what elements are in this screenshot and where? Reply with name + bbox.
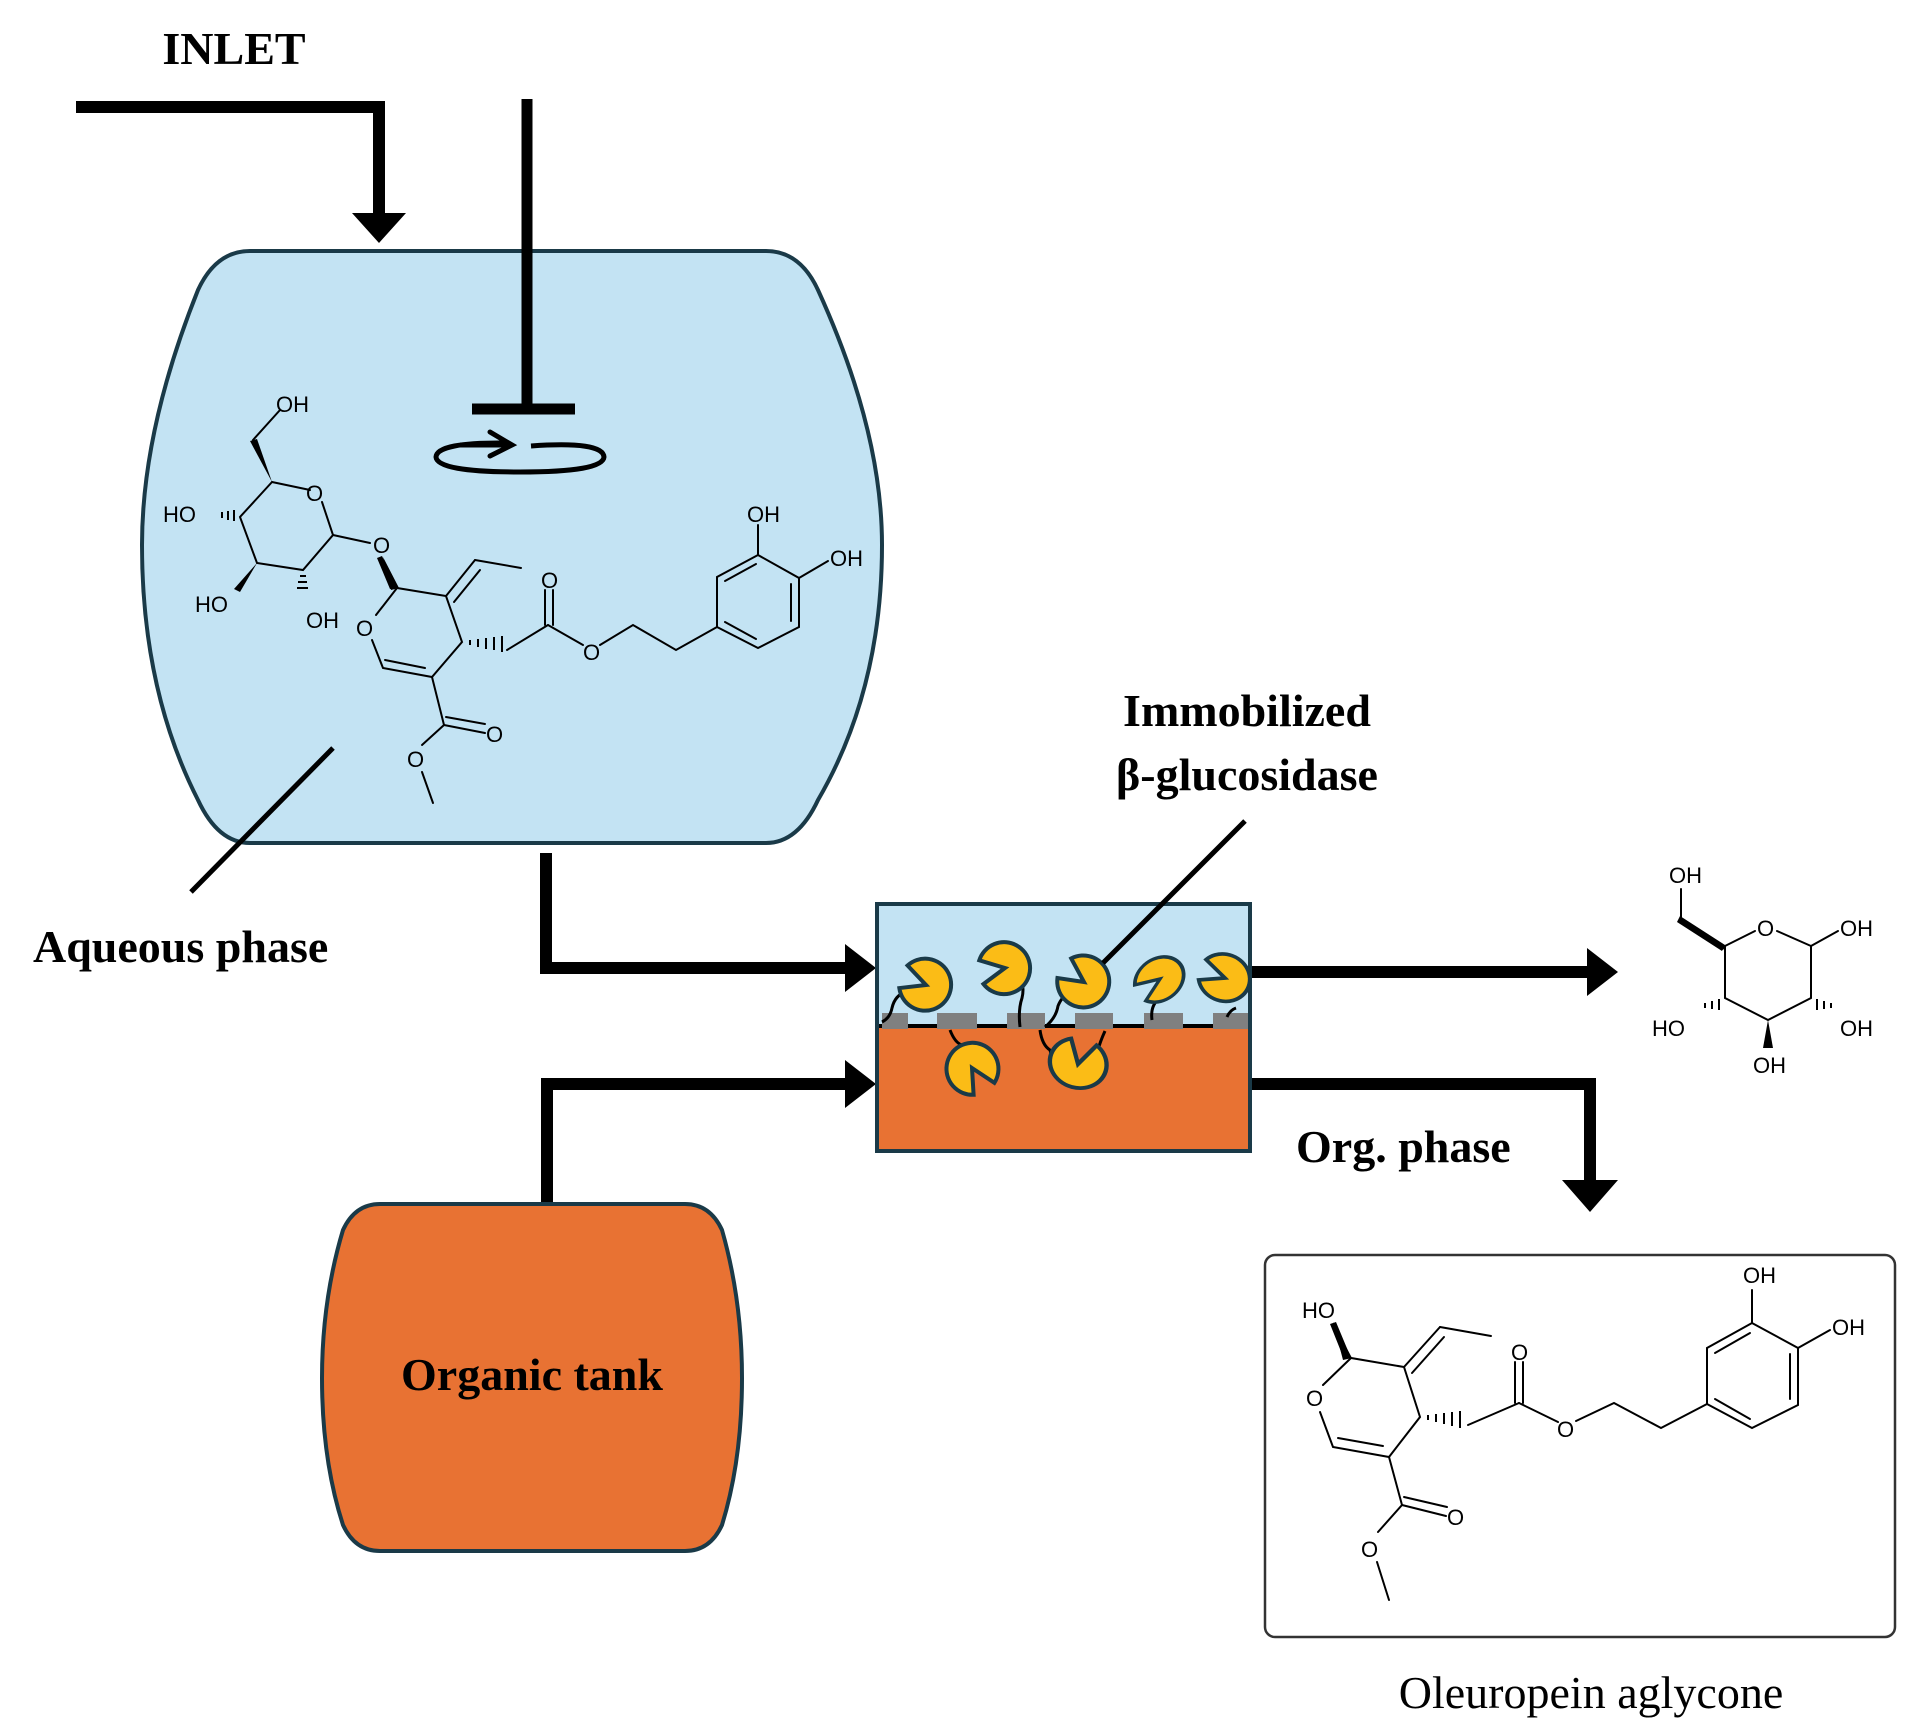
organic-feed-arrowhead-icon <box>845 1060 876 1108</box>
atom-o: O <box>583 640 600 665</box>
atom-o: O <box>541 568 558 593</box>
aqueous-leader-line <box>189 746 335 894</box>
atom-ho: HO <box>1652 1016 1685 1041</box>
atom-o: O <box>306 481 323 506</box>
atom-o: O <box>1557 1417 1574 1442</box>
aqueous-tank <box>139 249 885 845</box>
enzyme-label-line2: β-glucosidase <box>1116 749 1378 800</box>
atom-oh: OH <box>830 546 863 571</box>
atom-o: O <box>407 747 424 772</box>
product-name-label: Oleuropein aglycone <box>1399 1667 1783 1718</box>
atom-oh: OH <box>1743 1263 1776 1288</box>
atom-ho: HO <box>195 592 228 617</box>
product-box <box>1263 1253 1897 1639</box>
glucose-structure: OH O OH HO OH OH <box>1652 863 1873 1078</box>
atom-o: O <box>1306 1386 1323 1411</box>
atom-o: O <box>373 533 390 558</box>
atom-oh: OH <box>1669 863 1702 888</box>
enzyme-leader-line <box>1101 819 1247 965</box>
atom-oh: OH <box>1753 1053 1786 1078</box>
organic-outlet-arrowhead-icon <box>1562 1180 1618 1212</box>
atom-o: O <box>356 616 373 641</box>
atom-oh: OH <box>1832 1315 1865 1340</box>
atom-oh: OH <box>1840 916 1873 941</box>
aqueous-feed-arrowhead-icon <box>845 944 876 992</box>
inlet-pipe <box>76 101 385 218</box>
atom-o: O <box>1511 1340 1528 1365</box>
atom-o: O <box>1361 1537 1378 1562</box>
organic-tank-label: Organic tank <box>401 1349 663 1400</box>
atom-o: O <box>1757 916 1774 941</box>
aqueous-phase-label: Aqueous phase <box>33 921 328 972</box>
organic-outlet-pipe <box>1252 1078 1596 1182</box>
atom-oh: OH <box>1840 1016 1873 1041</box>
inlet-arrowhead-icon <box>352 213 406 243</box>
glucose-outlet-arrowhead-icon <box>1587 948 1618 996</box>
atom-o: O <box>486 722 503 747</box>
oleuropein-aglycone-structure: HO O O O OH OH O O <box>1302 1263 1865 1601</box>
enzyme-label-line1: Immobilized <box>1123 685 1371 736</box>
atom-oh: OH <box>276 392 309 417</box>
organic-tank <box>319 1202 745 1553</box>
aqueous-feed-pipe <box>540 853 848 974</box>
support-blocks <box>882 1013 1250 1029</box>
inlet-label: INLET <box>162 23 305 74</box>
atom-oh: OH <box>306 608 339 633</box>
atom-ho: HO <box>1302 1298 1335 1323</box>
oleuropein-structure: OH HO HO OH O O O O O <box>163 392 863 804</box>
atom-o: O <box>1447 1505 1464 1530</box>
enzyme-reactor <box>875 902 1259 1153</box>
stirrer-icon <box>433 99 607 475</box>
atom-ho: HO <box>163 502 196 527</box>
organic-feed-pipe <box>541 1078 848 1205</box>
atom-oh: OH <box>747 502 780 527</box>
org-phase-label: Org. phase <box>1296 1121 1511 1172</box>
